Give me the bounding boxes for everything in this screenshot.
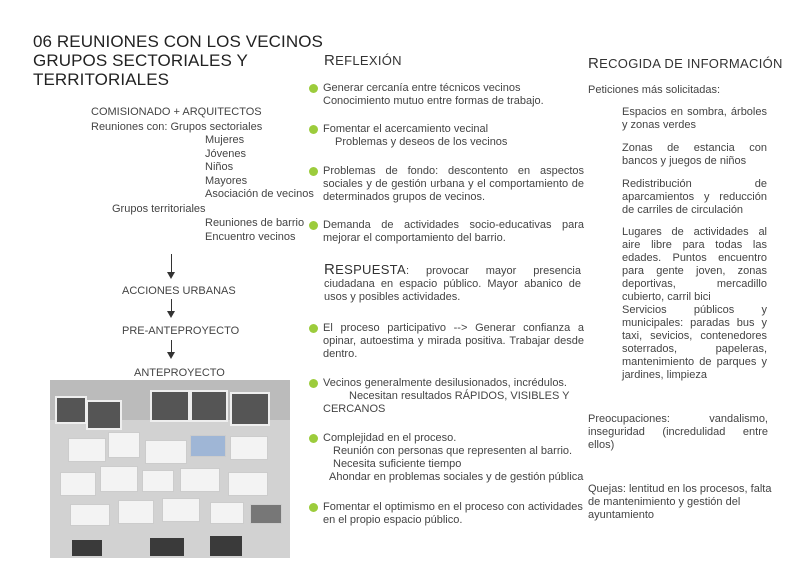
- photo-picture: [86, 400, 122, 430]
- sticky-note: [142, 470, 174, 492]
- territoriales-label: Grupos territoriales: [112, 203, 206, 215]
- arrow-down-icon: [167, 352, 175, 359]
- bullet-dot-icon: [309, 125, 318, 134]
- flow-step-acciones: ACCIONES URBANAS: [122, 285, 236, 297]
- bullet-sub: Necesitan resultados RÁPIDOS, VISIBLES Y…: [323, 390, 570, 415]
- preocupaciones-text: Preocupaciones: vandalismo, inseguridad …: [588, 413, 768, 451]
- reflexion-bullet: Fomentar el acercamiento vecinal Problem…: [309, 123, 584, 149]
- bullet-dot-icon: [309, 503, 318, 512]
- peticion-item: Redistribución de aparcamientos y reducc…: [622, 178, 767, 216]
- reflexion-cap: R: [324, 52, 336, 69]
- bullet-main: Fomentar el acercamiento vecinal: [323, 123, 489, 135]
- comisionado-label: COMISIONADO + ARQUITECTOS: [91, 106, 262, 118]
- flow-arrow-line: [171, 340, 172, 354]
- bullet-dot-icon: [309, 84, 318, 93]
- territorial-item: Encuentro vecinos: [205, 231, 296, 243]
- photo-picture: [150, 390, 190, 422]
- bullet-dot-icon: [309, 167, 318, 176]
- territoriales-list: Reuniones de barrio Encuentro vecinos: [205, 216, 304, 244]
- recogida-rest-2: INFORMACIÓN: [686, 56, 783, 71]
- respuesta-bullet: Complejidad en el proceso. Reunión con p…: [309, 432, 584, 484]
- photo-dark-card: [72, 540, 102, 556]
- recogida-heading: RECOGIDA DE INFORMACIÓN: [588, 55, 783, 72]
- bullet-main: Generar cercanía entre técnicos vecinos: [323, 82, 521, 94]
- sticky-note: [228, 472, 268, 496]
- title-line-1: 06 REUNIONES CON LOS VECINOS: [33, 32, 323, 51]
- sticky-note: [180, 468, 220, 492]
- sectorial-item: Asociación de vecinos: [205, 188, 314, 201]
- respuesta-rest: ESPUESTA: [335, 262, 406, 277]
- arrow-down-icon: [167, 311, 175, 318]
- bullet-dot-icon: [309, 434, 318, 443]
- bullet-dot-icon: [309, 221, 318, 230]
- photo-picture: [55, 396, 87, 424]
- recogida-rest: ECOGIDA DE: [599, 56, 687, 71]
- sectoriales-list: Mujeres Jóvenes Niños Mayores Asociación…: [205, 134, 314, 202]
- sticky-note: [118, 500, 154, 524]
- photo-picture: [230, 392, 270, 426]
- respuesta-text: : provocar mayor presencia ciudadana en …: [324, 265, 581, 303]
- sticky-note: [145, 440, 187, 464]
- sticky-note: [70, 504, 110, 526]
- reflexion-bullet: Problemas de fondo: descontento en aspec…: [309, 165, 584, 204]
- bullet-main: Demanda de actividades socio-educativas …: [323, 219, 584, 244]
- sectorial-item: Mujeres: [205, 134, 245, 146]
- sticky-note: [108, 432, 140, 458]
- peticion-item: Zonas de estancia con bancos y juegos de…: [622, 142, 767, 167]
- sticky-note: [100, 466, 138, 492]
- respuesta-bullet: Vecinos generalmente desilusionados, inc…: [309, 377, 584, 416]
- sectorial-item: Mayores: [205, 174, 248, 187]
- sticky-note: [68, 438, 106, 462]
- peticion-item: Espacios en sombra, árboles y zonas verd…: [622, 106, 767, 131]
- peticion-item: Lugares de actividades al aire libre par…: [622, 226, 767, 303]
- arrow-down-icon: [167, 272, 175, 279]
- quejas-text: Quejas: lentitud en los procesos, falta …: [588, 483, 772, 521]
- sticky-note: [210, 502, 244, 524]
- respuesta-bullet: El proceso participativo --> Generar con…: [309, 322, 584, 361]
- bullet-sub: Conocimiento mutuo entre formas de traba…: [323, 95, 544, 107]
- reflexion-bullet: Generar cercanía entre técnicos vecinos …: [309, 82, 584, 108]
- bullet-main: Complejidad en el proceso.: [323, 432, 457, 444]
- sticky-note: [162, 498, 200, 522]
- title-line-2: GRUPOS SECTORIALES Y: [33, 51, 248, 70]
- recogida-cap: R: [588, 55, 600, 72]
- sticky-note: [250, 504, 282, 524]
- flow-arrow-line: [171, 254, 172, 274]
- sectorial-item: Niños: [205, 161, 234, 174]
- photo-dark-card: [150, 538, 184, 556]
- bullet-dot-icon: [309, 324, 318, 333]
- page-title: 06 REUNIONES CON LOS VECINOS GRUPOS SECT…: [33, 32, 323, 89]
- bullet-main: Fomentar el optimismo en el proceso con …: [323, 501, 583, 526]
- bullet-main: Vecinos generalmente desilusionados, inc…: [323, 377, 567, 389]
- bullet-sub: Reunión con personas que representen al …: [333, 445, 573, 457]
- sticky-note: [60, 472, 96, 496]
- bullet-dot-icon: [309, 379, 318, 388]
- title-line-3: TERRITORIALES: [33, 70, 170, 89]
- sticky-note: [230, 436, 268, 460]
- sectorial-item: Jóvenes: [205, 147, 246, 160]
- photo-dark-card: [210, 536, 242, 556]
- reflexion-rest: EFLEXIÓN: [335, 53, 402, 68]
- respuesta-bullet: Fomentar el optimismo en el proceso con …: [309, 501, 584, 527]
- bullet-main: El proceso participativo --> Generar con…: [323, 322, 584, 360]
- respuesta-paragraph: RESPUESTA: provocar mayor presencia ciud…: [324, 261, 581, 304]
- flow-arrow-line: [171, 299, 172, 313]
- bullet-sub: Ahondar en problemas sociales y de gesti…: [329, 471, 584, 483]
- reflexion-heading: REFLEXIÓN: [324, 52, 402, 69]
- territorial-item: Reuniones de barrio: [205, 217, 305, 229]
- peticion-item: Servicios públicos y municipales: parada…: [622, 304, 767, 381]
- sticky-note: [190, 435, 226, 457]
- flow-step-preanteproyecto: PRE-ANTEPROYECTO: [122, 325, 240, 337]
- reuniones-con-label: Reuniones con: Grupos sectoriales: [91, 121, 263, 133]
- respuesta-cap: R: [324, 261, 336, 278]
- bullet-sub: Necesita suficiente tiempo: [333, 458, 462, 470]
- flow-step-anteproyecto: ANTEPROYECTO: [134, 367, 225, 379]
- reflexion-bullet: Demanda de actividades socio-educativas …: [309, 219, 584, 245]
- photo-picture: [190, 390, 228, 422]
- meeting-photo: [50, 380, 290, 558]
- bullet-main: Problemas de fondo: descontento en aspec…: [323, 165, 584, 203]
- bullet-sub: Problemas y deseos de los vecinos: [335, 136, 508, 148]
- peticiones-label: Peticiones más solicitadas:: [588, 84, 721, 96]
